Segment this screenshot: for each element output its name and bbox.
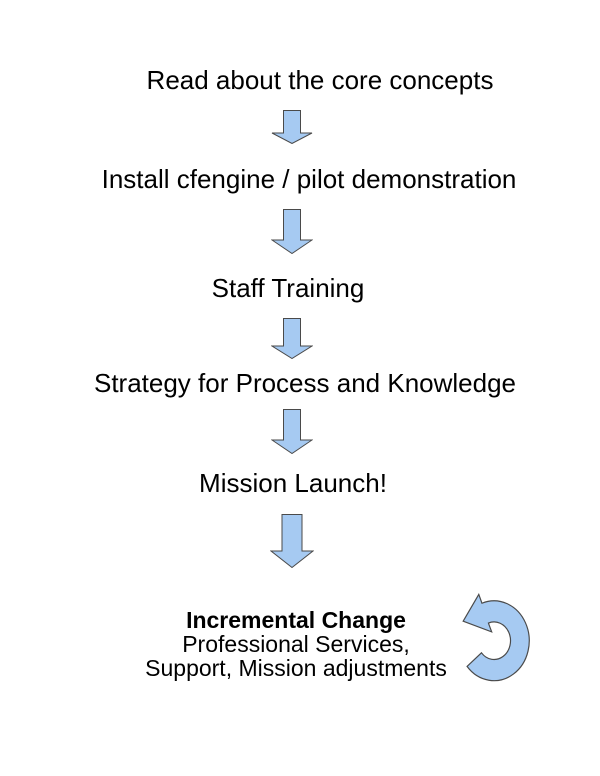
down-arrow-icon [271, 209, 313, 254]
final-step: Incremental Change Professional Services… [0, 608, 596, 680]
down-arrow-icon [270, 514, 314, 568]
flow-step-read-concepts: Read about the core concepts [146, 65, 494, 95]
down-arrow-icon [271, 110, 313, 144]
final-step-title: Incremental Change [186, 607, 406, 633]
down-arrow-icon [271, 318, 313, 359]
flow-step-install-cfengine: Install cfengine / pilot demonstration [101, 164, 517, 194]
flow-step-strategy: Strategy for Process and Knowledge [93, 368, 517, 398]
down-arrow-icon [271, 409, 313, 454]
final-step-subtitle-line2: Support, Mission adjustments [145, 655, 447, 681]
flow-step-staff-training: Staff Training [211, 273, 365, 303]
final-step-subtitle-line1: Professional Services, [182, 631, 410, 657]
loop-back-arrow-icon [462, 593, 530, 682]
flow-step-mission-launch: Mission Launch! [199, 468, 387, 498]
